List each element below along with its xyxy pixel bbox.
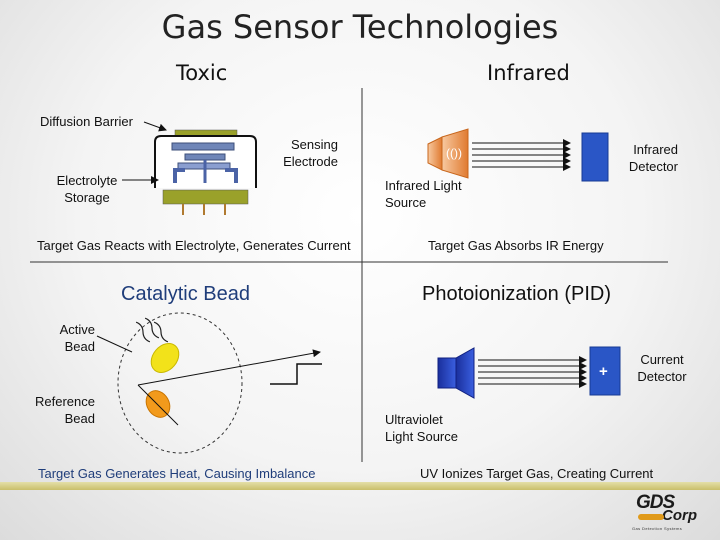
circuit-wire-active (137, 349, 321, 386)
label-infrared-light-source-line1: Infrared Light (385, 178, 462, 193)
heading-toxic: Toxic (176, 61, 228, 85)
ir-light-source (427, 136, 443, 171)
label-ultraviolet-line1: Ultraviolet (385, 412, 443, 427)
sensing-electrode-mid (184, 153, 226, 161)
pid-system (437, 346, 621, 399)
label-electrolyte-storage-line2: Storage (64, 190, 110, 205)
uv-lamp-body (437, 357, 457, 389)
slide-title: Gas Sensor Technologies (161, 8, 559, 46)
heat-wave-1 (135, 321, 151, 343)
ir-source-lens (441, 128, 469, 179)
infrared-system (427, 128, 609, 182)
infrared-detector (581, 132, 609, 182)
heading-infrared: Infrared (487, 61, 570, 85)
caption-catalytic: Target Gas Generates Heat, Causing Imbal… (38, 466, 316, 481)
uv-lamp-window (455, 347, 475, 399)
label-active-bead-line1: Active (59, 322, 95, 337)
logo-main-text: GDS (636, 492, 675, 513)
caption-toxic: Target Gas Reacts with Electrolyte, Gene… (37, 238, 351, 253)
logo-sub-text: Corp (662, 507, 697, 524)
logo-swoosh (638, 514, 664, 520)
label-reference-bead: Reference Bead (20, 393, 95, 427)
active-bead (150, 343, 180, 373)
label-infrared-light-source-line2: Source (385, 195, 427, 210)
label-infrared-detector: Infrared Detector (604, 141, 678, 175)
electrode-lead-right (225, 168, 238, 183)
electrode-lead-left (173, 168, 185, 183)
label-sensing-electrode-line1: Sensing (291, 137, 338, 152)
label-diffusion-barrier: Diffusion Barrier (40, 114, 133, 129)
label-reference-bead-line2: Bead (64, 411, 95, 426)
caption-pid: UV Ionizes Target Gas, Creating Current (420, 466, 654, 481)
label-sensing-electrode: Sensing Electrode (262, 136, 338, 170)
circuit-wire-reference (137, 384, 179, 426)
heat-wave-3 (153, 321, 169, 343)
label-current-detector-line2: Detector (637, 369, 687, 384)
label-sensing-electrode-line2: Electrode (283, 154, 338, 169)
catalytic-bead-circuit (96, 312, 322, 454)
electrochemical-cell (122, 121, 257, 215)
label-electrolyte-storage-line1: Electrolyte (56, 173, 118, 188)
ir-source-symbol: (()) (446, 146, 462, 160)
current-detector (589, 346, 621, 396)
footer-bar (0, 482, 720, 490)
label-active-bead-line2: Bead (64, 339, 95, 354)
label-reference-bead-line1: Reference (35, 394, 95, 409)
label-infrared-detector-line1: Infrared (633, 142, 678, 157)
label-infrared-detector-line2: Detector (628, 159, 678, 174)
heading-catalytic-bead: Catalytic Bead (121, 283, 250, 305)
label-active-bead: Active Bead (20, 321, 95, 355)
active-bead-pointer (96, 335, 133, 353)
label-ultraviolet-light-source: Ultraviolet Light Source (385, 411, 458, 445)
heat-wave-2 (144, 317, 160, 339)
gds-corp-logo: GDS Corp Gas Detection Systems (632, 490, 702, 534)
label-current-detector: Current Detector (636, 351, 688, 385)
cell-base (162, 189, 249, 205)
caption-infrared: Target Gas Absorbs IR Energy (428, 238, 604, 253)
label-ultraviolet-line2: Light Source (385, 429, 458, 444)
bead-housing (117, 312, 243, 454)
label-electrolyte-storage: Electrolyte Storage (52, 172, 122, 206)
diffusion-barrier-pointer (143, 121, 167, 132)
sensing-electrode-top (171, 142, 235, 151)
heading-photoionization: Photoionization (PID) (422, 283, 611, 305)
label-current-detector-line1: Current (640, 352, 684, 367)
label-infrared-light-source: Infrared Light Source (385, 177, 462, 211)
logo-tagline: Gas Detection Systems (632, 526, 683, 531)
pid-plus-symbol: + (599, 363, 608, 380)
signal-step (270, 363, 322, 385)
